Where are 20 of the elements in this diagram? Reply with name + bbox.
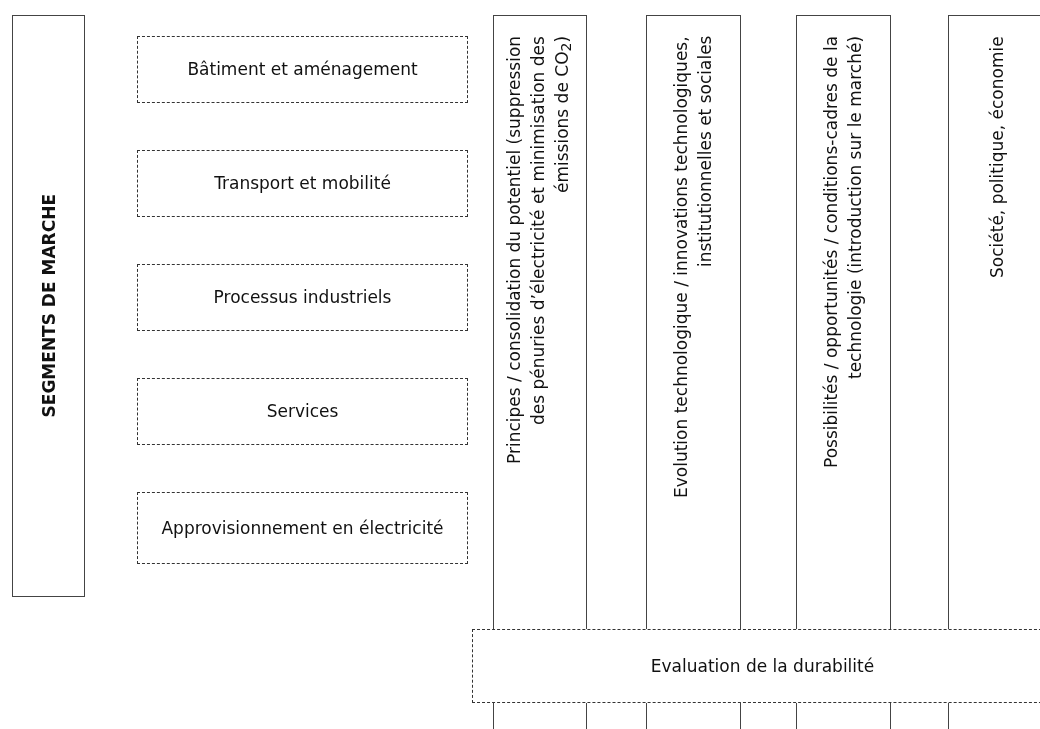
band-label: Evaluation de la durabilité	[649, 654, 876, 678]
column-box	[796, 15, 891, 729]
segment-label: Bâtiment et aménagement	[186, 58, 419, 81]
band-box	[472, 629, 1040, 703]
column-label: Possibilités / opportunités / conditions-cadres de la technologie (introduction sur le marché)	[819, 36, 866, 471]
segment-label: Transport et mobilité	[213, 172, 392, 195]
heading-box	[12, 15, 85, 597]
segment-box	[137, 36, 468, 103]
column-label: Société, politique, économie	[986, 36, 1009, 280]
heading-text: SEGMENTS DE MARCHE	[38, 194, 59, 418]
segment-box	[137, 150, 468, 217]
segment-label: Services	[265, 400, 340, 423]
segment-label: Approvisionnement en électricité	[160, 516, 445, 540]
segment-box	[137, 264, 468, 331]
segment-label: Processus industriels	[212, 286, 393, 309]
column-box	[646, 15, 741, 729]
column-box	[493, 15, 587, 729]
column-box	[948, 15, 1040, 729]
segment-box	[137, 492, 468, 564]
segment-box	[137, 378, 468, 445]
